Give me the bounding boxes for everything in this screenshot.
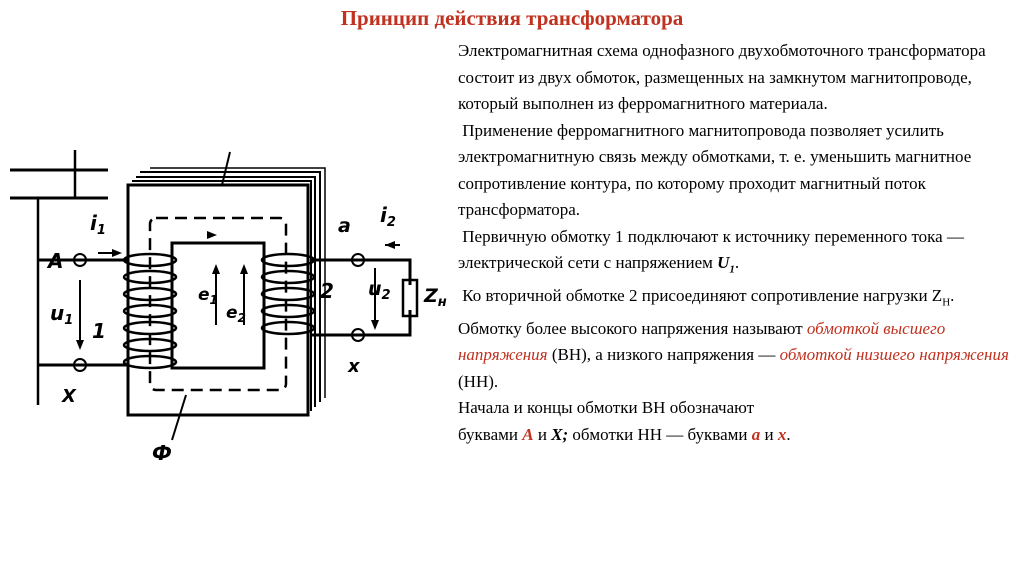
paragraph-2: Применение ферромагнитного магнитопровод… [458, 120, 972, 220]
letter-X: Х; [551, 424, 569, 444]
i1-arrowhead [112, 249, 122, 257]
label-i1: i1 [90, 211, 106, 238]
e1-arrowhead [212, 264, 220, 274]
u1-arrowhead [76, 340, 84, 350]
paragraph-4: Ко вторичной обмотке 2 присоединяют сопр… [462, 285, 955, 309]
label-u1: u1 [50, 301, 73, 328]
core-lamination-2 [136, 176, 316, 407]
e2-arrowhead [240, 264, 248, 274]
terminal-A [73, 253, 87, 267]
letter-x: х [777, 424, 787, 444]
flux-arrowhead [207, 231, 217, 239]
core-outer [126, 183, 310, 417]
description-text: Электромагнитная схема однофазного двухо… [458, 38, 1018, 448]
secondary-winding [260, 252, 316, 336]
transformer-diagram: A X a x i1 i2 u1 u2 e1 e2 1 2 Zн Ф [10, 150, 447, 465]
label-x: x [347, 356, 361, 377]
term-lv-winding: обмоткой низшего напряжения [779, 345, 1009, 365]
core-lamination-4 [150, 167, 326, 398]
u2-arrowhead [371, 320, 379, 330]
paragraph-5: Обмотку более высокого напряжения называ… [458, 318, 1009, 391]
terminal-x [351, 328, 365, 342]
label-zn: Zн [423, 285, 447, 310]
label-u2: u2 [368, 278, 391, 303]
label-phi: Ф [152, 441, 172, 465]
voltage-u1: U1 [717, 253, 735, 276]
terminal-a [351, 253, 365, 267]
term-hv-winding: обмоткой высшего напряжения [458, 318, 946, 365]
wire-x-secondary [312, 310, 412, 337]
page-title: Принцип действия трансформатора [340, 6, 684, 30]
paragraph-1: Электромагнитная схема однофазного двухо… [458, 41, 986, 113]
letter-a: а [751, 424, 761, 444]
label-e2: e2 [226, 303, 246, 325]
label-e1: e1 [198, 285, 218, 307]
wire-a-secondary [312, 258, 412, 285]
label-winding-1: 1 [92, 319, 106, 343]
core-lamination-3 [132, 180, 312, 411]
label-X: X [61, 386, 77, 407]
core-window [170, 241, 266, 370]
label-i2: i2 [380, 203, 396, 230]
letter-A: А [522, 424, 534, 444]
hatch-mark [221, 151, 231, 186]
paragraph-3: Первичную обмотку 1 подключают к источни… [458, 226, 964, 276]
flux-pointer [171, 394, 187, 441]
load-impedance [401, 278, 419, 318]
label-A: A [46, 249, 63, 273]
core-lamination-1 [140, 171, 321, 402]
primary-winding [122, 252, 178, 370]
label-a: a [338, 215, 351, 237]
label-winding-2: 2 [320, 279, 334, 303]
terminal-X [73, 358, 87, 372]
